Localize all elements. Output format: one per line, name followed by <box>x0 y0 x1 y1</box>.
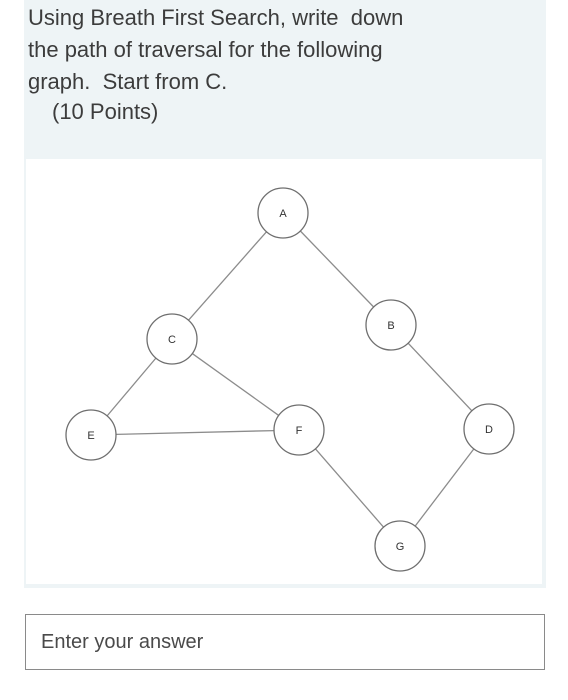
graph-node-circle <box>374 520 426 572</box>
graph-node-d: D <box>463 403 515 455</box>
question-text: Using Breath First Search, write down th… <box>28 2 528 98</box>
graph-node-b: B <box>365 299 417 351</box>
graph-image: A B C D E F G <box>26 159 542 584</box>
graph-edge-a-c <box>188 231 267 321</box>
graph-node-circle <box>273 404 325 456</box>
graph-edge-c-e <box>106 357 157 417</box>
graph-node-label: E <box>87 430 94 442</box>
graph-node-label: A <box>279 208 287 220</box>
graph-node-circle <box>463 403 515 455</box>
graph-node-c: C <box>146 313 198 365</box>
graph-node-label: F <box>296 425 303 437</box>
graph-diagram: A B C D E F G <box>65 187 515 572</box>
graph-edge-c-f <box>191 353 280 416</box>
graph-node-label: B <box>387 320 394 332</box>
graph-edge-g-d <box>414 448 475 527</box>
graph-node-g: G <box>374 520 426 572</box>
graph-node-f: F <box>273 404 325 456</box>
graph-node-a: A <box>257 187 309 239</box>
graph-node-label: C <box>168 334 176 346</box>
question-line: Using Breath First Search, write down <box>28 5 404 30</box>
graph-edge-b-d <box>407 342 473 412</box>
question-line: graph. Start from C. <box>28 69 228 94</box>
graph-edge-a-b <box>299 230 375 308</box>
question-line: the path of traversal for the following <box>28 37 383 62</box>
graph-edge-e-f <box>115 429 275 436</box>
question-points: (10 Points) <box>52 99 159 124</box>
graph-node-circle <box>257 187 309 239</box>
answer-box[interactable] <box>25 614 545 670</box>
edge-layer <box>106 230 475 528</box>
graph-node-circle <box>65 409 117 461</box>
graph-edge-f-g <box>314 448 385 528</box>
answer-input[interactable] <box>26 615 544 669</box>
graph-node-circle <box>365 299 417 351</box>
node-layer: A B C D E F G <box>65 187 515 572</box>
graph-node-label: G <box>396 541 405 553</box>
graph-node-circle <box>146 313 198 365</box>
graph-node-label: D <box>485 424 493 436</box>
graph-node-e: E <box>65 409 117 461</box>
